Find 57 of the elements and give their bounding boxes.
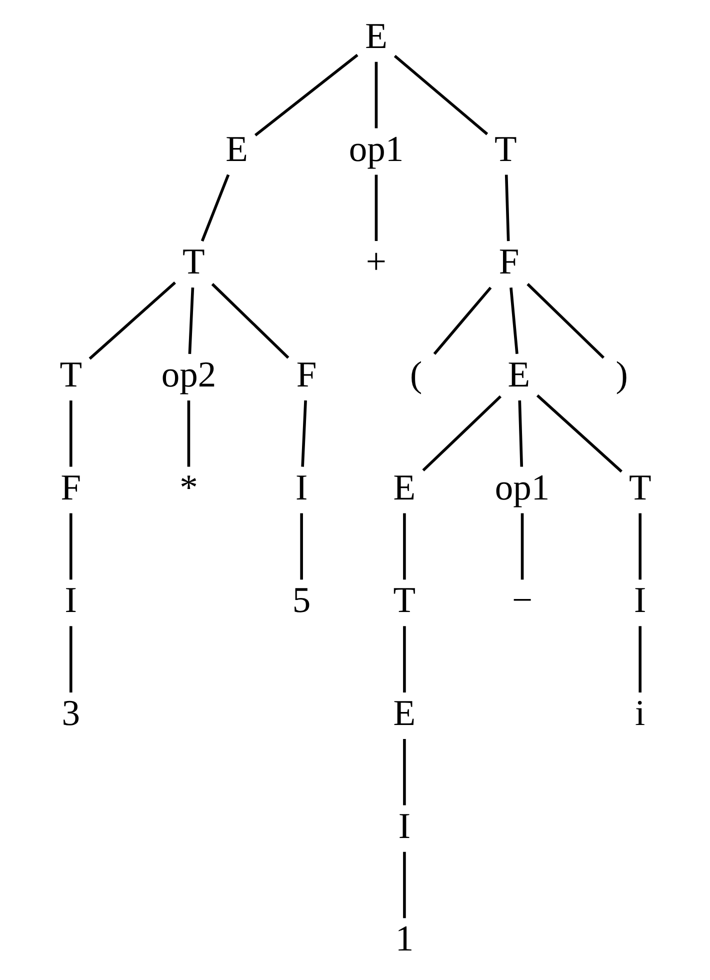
connector bbox=[88, 282, 176, 360]
connector bbox=[68, 400, 72, 467]
connector bbox=[638, 513, 642, 580]
connector bbox=[509, 287, 518, 354]
connector bbox=[402, 626, 406, 692]
connector bbox=[300, 513, 302, 580]
node-text: 3 bbox=[61, 692, 80, 733]
node-text: F bbox=[296, 353, 316, 394]
connector bbox=[374, 174, 378, 242]
connector bbox=[402, 513, 406, 580]
node-text: T bbox=[182, 240, 204, 282]
node-text: ( bbox=[409, 353, 422, 394]
node-text: E bbox=[507, 353, 530, 394]
node-text: T bbox=[494, 128, 516, 169]
connector bbox=[188, 288, 194, 354]
connector bbox=[432, 286, 492, 355]
connector bbox=[186, 400, 190, 467]
connector bbox=[422, 395, 502, 472]
node-text: T bbox=[59, 353, 82, 394]
connector bbox=[402, 739, 406, 806]
node-text: I bbox=[294, 466, 308, 508]
node-text: 1 bbox=[394, 918, 414, 959]
node-text: − bbox=[511, 579, 532, 620]
connector bbox=[520, 513, 524, 580]
node-text: E bbox=[225, 128, 248, 169]
connector bbox=[402, 852, 406, 918]
node-text: op1 bbox=[494, 466, 550, 508]
node-text: F bbox=[498, 240, 519, 282]
connector bbox=[518, 400, 523, 467]
connector bbox=[200, 174, 230, 242]
node-text: ) bbox=[615, 353, 628, 394]
node-text: + bbox=[365, 240, 386, 282]
connector bbox=[526, 283, 604, 359]
node-text: * bbox=[179, 466, 198, 508]
connector bbox=[504, 174, 510, 242]
node-text: I bbox=[398, 804, 410, 846]
connector bbox=[374, 62, 378, 128]
connector bbox=[536, 394, 622, 473]
node-text: I bbox=[64, 579, 76, 620]
node-text: op2 bbox=[160, 353, 216, 394]
connector bbox=[638, 626, 642, 692]
connector bbox=[393, 54, 488, 136]
node-text: i bbox=[634, 692, 645, 733]
connector bbox=[210, 283, 289, 359]
connector bbox=[68, 513, 72, 580]
node-text: op1 bbox=[348, 128, 404, 169]
connector bbox=[68, 626, 72, 692]
node-text: E bbox=[364, 14, 387, 56]
node-text: E bbox=[392, 466, 416, 508]
node-text: T bbox=[392, 579, 416, 620]
connector bbox=[300, 400, 306, 467]
node-text: E bbox=[392, 692, 416, 733]
node-text: F bbox=[60, 466, 81, 508]
node-text: T bbox=[628, 466, 651, 508]
connector bbox=[254, 54, 358, 136]
node-text: I bbox=[634, 579, 646, 620]
node-text: 5 bbox=[292, 579, 310, 620]
